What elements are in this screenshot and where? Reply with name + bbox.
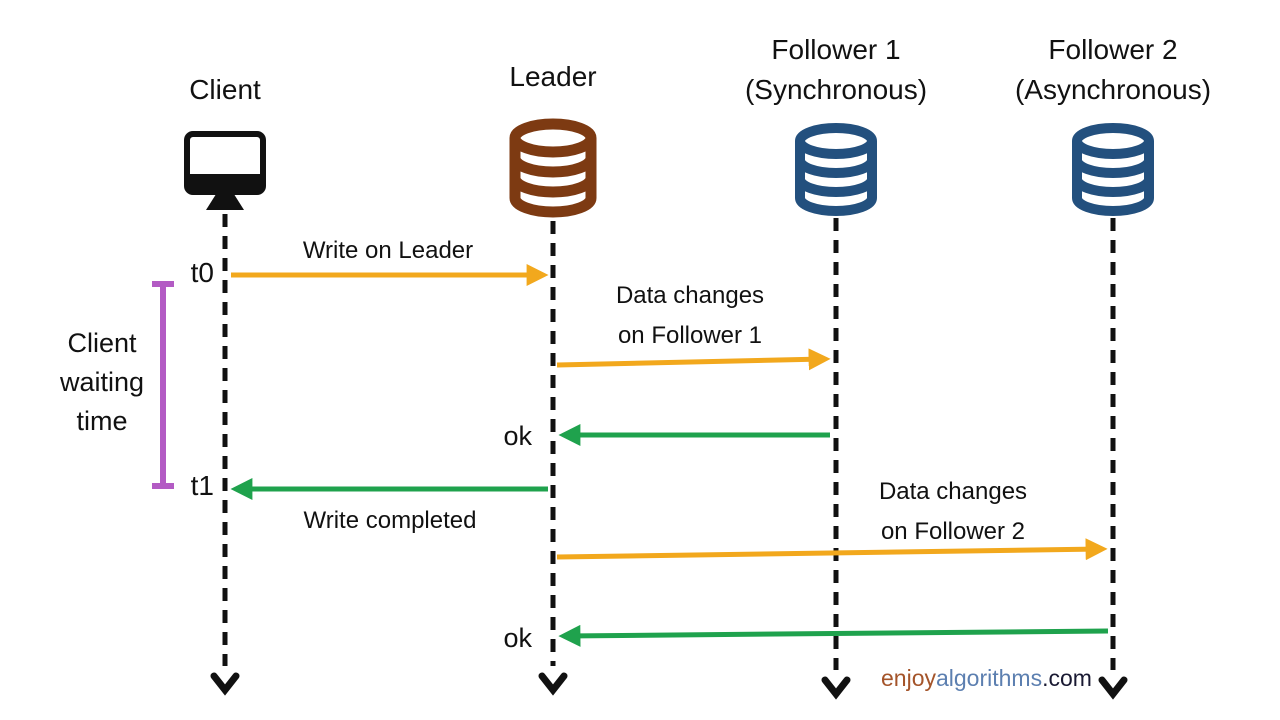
watermark-com: .com xyxy=(1042,665,1092,691)
actor-subtitle: (Synchronous) xyxy=(744,74,928,105)
time-marker-t1: t1 xyxy=(190,470,214,501)
follower2-database-icon xyxy=(1072,123,1154,216)
waiting-time-label: Client waiting time xyxy=(59,328,145,436)
lifeline-arrow-down-icon xyxy=(1098,676,1128,700)
message-label-write-on-leader: Write on Leader xyxy=(302,237,474,264)
waiting-time-bracket xyxy=(152,281,174,489)
lifeline-leader xyxy=(538,221,568,696)
message-line: Data changes xyxy=(878,478,1028,505)
message-label-data-changes-follower2: Data changes on Follower 2 xyxy=(838,472,1068,552)
lifeline-follower1 xyxy=(821,218,851,700)
lifeline-client xyxy=(210,214,240,696)
actor-title-client: Client xyxy=(189,74,261,105)
time-marker-t0: t0 xyxy=(190,257,214,288)
watermark-enjoy: enjoy xyxy=(881,665,936,691)
actor-subtitle: (Asynchronous) xyxy=(1014,74,1212,105)
message-line: on Follower 1 xyxy=(617,322,763,349)
arrow-data-changes-follower1 xyxy=(556,348,831,371)
actor-title-follower1: Follower 1 (Synchronous) xyxy=(716,30,956,110)
watermark-algorithms: algorithms xyxy=(935,665,1043,691)
message-line: on Follower 2 xyxy=(880,518,1026,545)
actor-title-follower2: Follower 2 (Asynchronous) xyxy=(993,30,1233,110)
follower1-database-icon xyxy=(795,123,877,216)
watermark: enjoyalgorithms.com xyxy=(881,665,1092,692)
message-label-data-changes-follower1: Data changes on Follower 1 xyxy=(575,276,805,356)
actor-title-leader: Leader xyxy=(509,61,597,92)
message-label-write-completed: Write completed xyxy=(303,507,477,534)
lifeline-arrow-down-icon xyxy=(210,672,240,696)
lifeline-arrow-down-icon xyxy=(538,672,568,696)
leader-database-icon xyxy=(509,118,597,218)
message-line: Data changes xyxy=(615,282,765,309)
actor-name: Follower 2 xyxy=(1048,34,1178,65)
message-label-ok-follower1: ok xyxy=(503,421,532,451)
arrow-data-changes-follower2 xyxy=(556,538,1108,561)
arrow-ok-follower2 xyxy=(558,624,1109,647)
lifeline-follower2 xyxy=(1098,218,1128,700)
lifeline-arrow-down-icon xyxy=(821,676,851,700)
monitor-icon xyxy=(184,131,266,210)
message-label-ok-follower2: ok xyxy=(503,623,532,653)
actor-name: Follower 1 xyxy=(771,34,901,65)
